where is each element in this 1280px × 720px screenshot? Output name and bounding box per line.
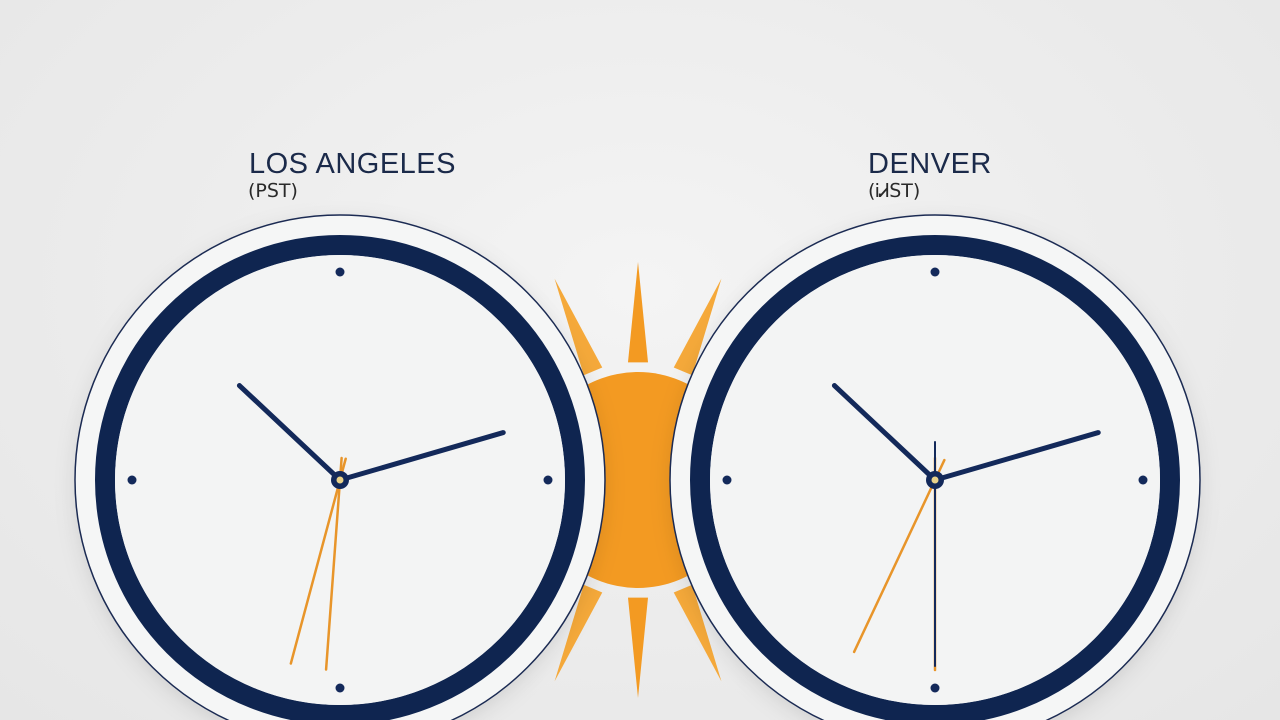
sun-ray <box>627 262 649 363</box>
second-hand <box>324 456 343 671</box>
clock-ring <box>95 235 585 720</box>
second-hand <box>289 457 347 665</box>
hour-marker-dot <box>930 683 940 693</box>
sun-ray <box>554 278 603 376</box>
hour-marker-dot <box>543 475 553 485</box>
center-cap-inner <box>336 476 344 484</box>
timezone-los-angeles: (PꓢT) <box>248 180 298 202</box>
sun-ray <box>554 584 603 682</box>
city-name-denver: DENVER <box>868 148 992 180</box>
second-hand <box>852 458 946 654</box>
city-name-los-angeles: LOS ANGELES <box>249 148 456 180</box>
hour-hand <box>236 383 343 483</box>
hour-marker-dot <box>335 683 345 693</box>
hour-marker-dot <box>722 475 732 485</box>
clock-denver <box>669 214 1201 720</box>
hour-marker-dot <box>930 267 940 277</box>
sun-ray <box>627 597 649 698</box>
center-cap-inner <box>931 476 939 484</box>
sun-ray <box>673 278 722 376</box>
clock-ring <box>690 235 1180 720</box>
hour-marker-dot <box>335 267 345 277</box>
clock-hands <box>831 383 1101 672</box>
hour-markers <box>722 267 1148 693</box>
clock-hands <box>236 383 506 671</box>
sun-ray <box>673 584 722 682</box>
hour-markers <box>127 267 553 693</box>
hour-marker-dot <box>127 475 137 485</box>
clock-los-angeles <box>74 214 606 720</box>
minute-hand <box>337 430 506 483</box>
timezone-denver: (ᎥᏗꓢT) <box>868 180 921 202</box>
minute-hand <box>932 430 1101 483</box>
hour-marker-dot <box>1138 475 1148 485</box>
hour-hand <box>831 383 938 483</box>
